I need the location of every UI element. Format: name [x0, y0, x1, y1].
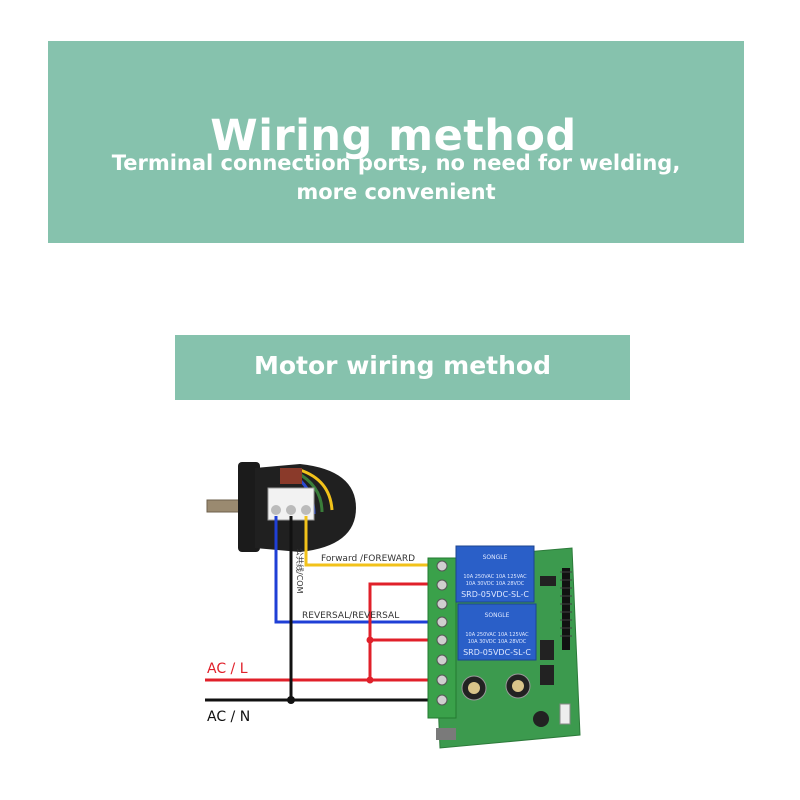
relay-2-rating-2: 10A 30VDC 10A 28VDC — [468, 639, 527, 645]
live-branch-1 — [368, 582, 440, 680]
antenna-coil-icon — [560, 568, 572, 650]
motor-capacitor-tab — [280, 468, 302, 484]
relay-1-model: SRD-05VDC-SL-C — [461, 590, 529, 599]
relay-2-brand: SONGLE — [485, 612, 510, 619]
reversal-label: REVERSAL/REVERSAL — [302, 611, 399, 621]
header-banner: Wiring method Terminal connection ports,… — [48, 41, 744, 243]
terminal-screws — [436, 560, 448, 706]
relay-1-rating-2: 10A 30VDC 10A 28VDC — [466, 581, 525, 587]
ac-l-label: AC / L — [207, 661, 248, 677]
section-title: Motor wiring method — [254, 351, 551, 380]
relay-board: SONGLE 10A 250VAC 10A 125VAC 10A 30VDC 1… — [427, 545, 581, 749]
page-subtitle: Terminal connection ports, no need for w… — [111, 151, 681, 204]
relay-1-brand: SONGLE — [483, 554, 508, 561]
forward-label: Forward /FOREWARD — [321, 554, 415, 564]
page-title: Wiring method — [210, 111, 577, 161]
ac-n-label: AC / N — [207, 709, 250, 725]
wires — [205, 516, 440, 704]
motor-terminal-connector — [267, 487, 315, 521]
buzzer — [533, 711, 549, 727]
motor: 公共线/COM — [206, 462, 356, 594]
relay-1 — [455, 545, 535, 603]
motor-flange — [238, 462, 260, 552]
section-banner: Motor wiring method — [175, 335, 630, 400]
com-label: 公共线/COM — [295, 548, 305, 594]
relay-1-rating-1: 10A 250VAC 10A 125VAC — [463, 574, 527, 580]
pair-button — [559, 703, 571, 725]
forward-wire — [304, 516, 440, 567]
relay-2-rating-1: 10A 250VAC 10A 125VAC — [465, 632, 529, 638]
relay-2-model: SRD-05VDC-SL-C — [463, 648, 531, 657]
reversal-wire — [274, 516, 440, 624]
relay-2 — [457, 603, 537, 661]
